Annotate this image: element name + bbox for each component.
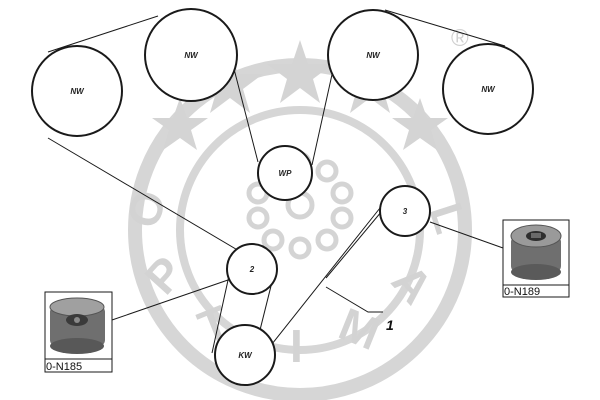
pulley-crank-label: KW bbox=[238, 351, 253, 360]
tensioner-pulley-icon bbox=[510, 224, 562, 280]
watermark-letter-i: I bbox=[290, 320, 303, 372]
part-box-left: 0-N185 bbox=[44, 291, 113, 373]
belt-segment bbox=[47, 15, 159, 53]
belt-segment bbox=[384, 9, 506, 47]
pulley-tensioner-label: 3 bbox=[403, 207, 408, 216]
watermark-registered-icon: ® bbox=[451, 25, 469, 52]
watermark-star-icon bbox=[392, 98, 448, 150]
pulley-nw-3-label: NW bbox=[366, 51, 381, 60]
watermark-star-icon bbox=[152, 98, 208, 150]
part-number-left: 0-N185 bbox=[46, 361, 82, 373]
watermark-star-icon bbox=[267, 40, 333, 103]
pulley-idler-2 bbox=[226, 243, 278, 295]
pulley-wp-label: WP bbox=[279, 169, 293, 178]
pulley-nw-2 bbox=[144, 8, 238, 102]
belt-callout-number: 1 bbox=[386, 317, 394, 333]
pulley-nw-4 bbox=[442, 43, 534, 135]
part-number-box-right bbox=[502, 284, 570, 298]
pulley-nw-2-label: NW bbox=[184, 51, 199, 60]
callout-leaders bbox=[111, 221, 504, 321]
pulley-nw-3 bbox=[327, 9, 419, 101]
belt-segment bbox=[311, 69, 334, 166]
belt-segment bbox=[47, 137, 247, 256]
idler-pulley-icon bbox=[49, 297, 105, 354]
pulley-nw-1-label: NW bbox=[70, 87, 85, 96]
pulley-idler-label: 2 bbox=[249, 265, 255, 274]
pulley-labels: NW NW NW NW WP 3 2 KW bbox=[70, 51, 496, 360]
watermark-star-icon bbox=[197, 50, 263, 113]
leader-right-part bbox=[429, 221, 504, 249]
part-number-right: 0-N189 bbox=[504, 286, 540, 298]
leader-belt bbox=[325, 286, 383, 313]
pulley-nw-4-label: NW bbox=[481, 85, 496, 94]
part-number-box-left bbox=[44, 358, 113, 373]
pulleys bbox=[31, 8, 534, 386]
pulley-nw-1 bbox=[31, 45, 123, 137]
pulley-tensioner-3 bbox=[379, 185, 431, 237]
belt-segment bbox=[232, 64, 259, 163]
leader-left-part bbox=[111, 279, 229, 321]
part-box-right: 0-N189 bbox=[502, 219, 570, 298]
pulley-crank-kw bbox=[214, 324, 276, 386]
pulley-wp bbox=[257, 145, 313, 201]
